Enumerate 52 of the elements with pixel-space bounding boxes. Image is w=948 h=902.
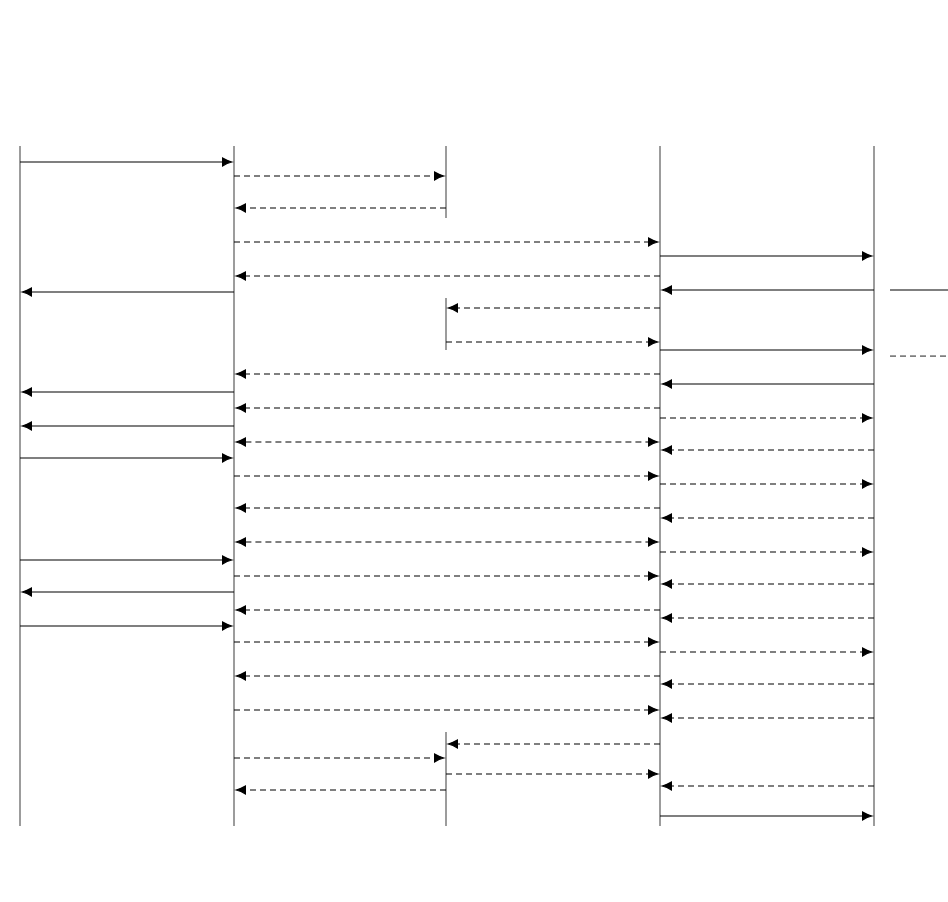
message-arrow — [661, 579, 875, 589]
message-arrow — [659, 811, 873, 821]
message-arrow — [445, 337, 659, 347]
lifeline — [19, 145, 21, 827]
message-arrow — [661, 379, 875, 389]
message-arrow — [235, 671, 661, 681]
message-arrow — [447, 739, 661, 749]
message-arrow — [233, 637, 659, 647]
message-arrow — [659, 547, 873, 557]
message-arrow — [661, 781, 875, 791]
lifeline — [445, 297, 447, 351]
message-arrow — [233, 571, 659, 581]
message-arrow — [19, 453, 233, 463]
message-arrow — [445, 769, 659, 779]
message-arrow — [235, 203, 447, 213]
message-arrow — [233, 471, 659, 481]
message-arrow — [235, 403, 661, 413]
message-arrow — [235, 503, 661, 513]
message-arrow — [19, 555, 233, 565]
lifeline — [445, 731, 447, 827]
message-arrow — [659, 345, 873, 355]
message-arrow — [233, 237, 659, 247]
message-arrow — [659, 647, 873, 657]
message-arrow — [21, 587, 235, 597]
message-arrow — [235, 369, 661, 379]
message-arrow — [661, 679, 875, 689]
message-arrow — [21, 387, 235, 397]
message-arrow — [661, 445, 875, 455]
message-arrow — [235, 537, 659, 547]
message-arrow — [233, 753, 445, 763]
lifeline — [873, 145, 875, 827]
message-arrow — [235, 271, 661, 281]
message-arrow — [21, 421, 235, 431]
message-arrow — [661, 513, 875, 523]
lifeline — [445, 145, 447, 219]
message-arrow — [21, 287, 235, 297]
message-arrow — [659, 413, 873, 423]
message-arrow — [661, 285, 875, 295]
message-arrow — [659, 251, 873, 261]
message-arrow — [235, 437, 659, 447]
message-arrow — [19, 157, 233, 167]
lifeline — [659, 145, 661, 827]
message-arrow — [235, 785, 447, 795]
message-arrow — [447, 303, 661, 313]
message-arrow — [233, 171, 445, 181]
lifeline — [233, 145, 235, 827]
message-arrow — [233, 705, 659, 715]
message-arrow — [19, 621, 233, 631]
message-arrow — [661, 713, 875, 723]
message-arrow — [235, 605, 661, 615]
message-arrow — [659, 479, 873, 489]
message-arrow — [661, 613, 875, 623]
